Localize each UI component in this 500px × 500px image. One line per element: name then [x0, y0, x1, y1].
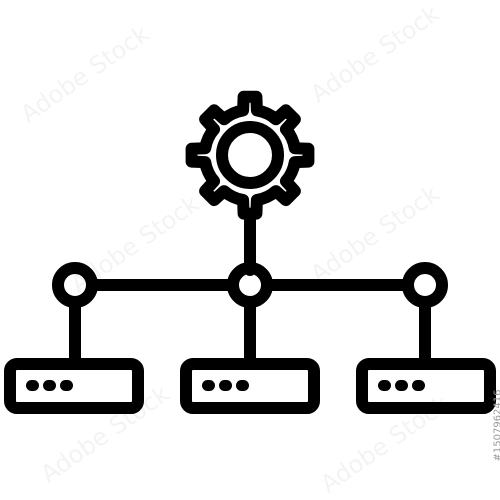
server-center-indicators [202, 380, 249, 391]
server-left-indicators [26, 380, 73, 391]
server-right-icon [356, 358, 496, 414]
server-center-icon [180, 358, 320, 414]
stock-id-label: #1507962416 [492, 389, 500, 462]
server-right-indicators [378, 380, 425, 391]
server-left-icon [4, 358, 144, 414]
gear-hole [216, 121, 284, 189]
gear-icon [185, 90, 315, 220]
